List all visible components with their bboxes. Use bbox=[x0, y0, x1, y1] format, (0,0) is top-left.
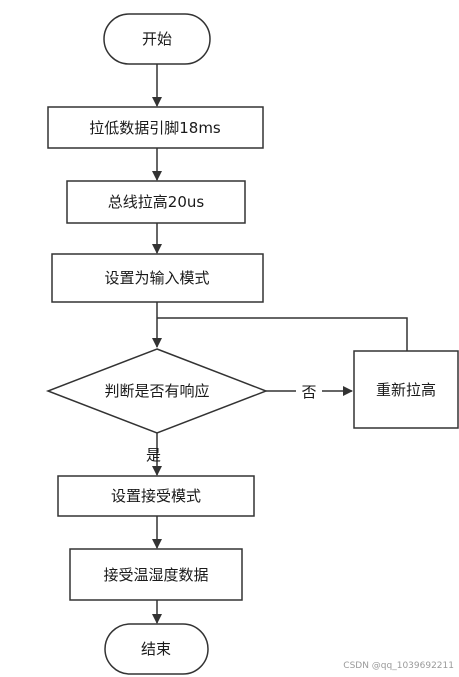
receive-data-box bbox=[69, 548, 243, 601]
end-terminal-shape bbox=[104, 623, 209, 675]
watermark: CSDN @qq_1039692211 bbox=[343, 661, 454, 671]
retry-label: 重新拉高 bbox=[376, 381, 436, 399]
node-start: 开始 bbox=[103, 13, 211, 65]
node-input-mode: 设置为输入模式 bbox=[51, 253, 264, 303]
start-terminal-shape bbox=[103, 13, 211, 65]
node-receive-data: 接受温湿度数据 bbox=[69, 548, 243, 601]
input-mode-box bbox=[51, 253, 264, 303]
bus-high-label: 总线拉高20us bbox=[108, 193, 205, 211]
decision-diamond bbox=[45, 348, 269, 434]
edge-retry-loop-back bbox=[157, 317, 408, 351]
label-no: 否 bbox=[301, 383, 316, 401]
node-bus-high: 总线拉高20us bbox=[66, 180, 246, 224]
label-no-background bbox=[296, 380, 322, 402]
bus-high-box bbox=[66, 180, 246, 224]
receive-mode-label: 设置接受模式 bbox=[111, 487, 201, 505]
start-label: 开始 bbox=[142, 30, 172, 48]
input-mode-label: 设置为输入模式 bbox=[104, 269, 209, 287]
pull-low-label: 拉低数据引脚18ms bbox=[89, 119, 221, 137]
end-label: 结束 bbox=[141, 640, 171, 658]
node-decision: 判断是否有响应 bbox=[45, 348, 269, 434]
decision-label: 判断是否有响应 bbox=[104, 382, 209, 400]
node-retry: 重新拉高 bbox=[353, 350, 459, 429]
receive-mode-box bbox=[57, 475, 255, 517]
pull-low-box bbox=[47, 106, 264, 149]
receive-data-label: 接受温湿度数据 bbox=[103, 566, 208, 584]
label-yes: 是 bbox=[146, 446, 161, 464]
node-pull-low: 拉低数据引脚18ms bbox=[47, 106, 264, 149]
node-receive-mode: 设置接受模式 bbox=[57, 475, 255, 517]
node-end: 结束 bbox=[104, 623, 209, 675]
retry-box bbox=[353, 350, 459, 429]
